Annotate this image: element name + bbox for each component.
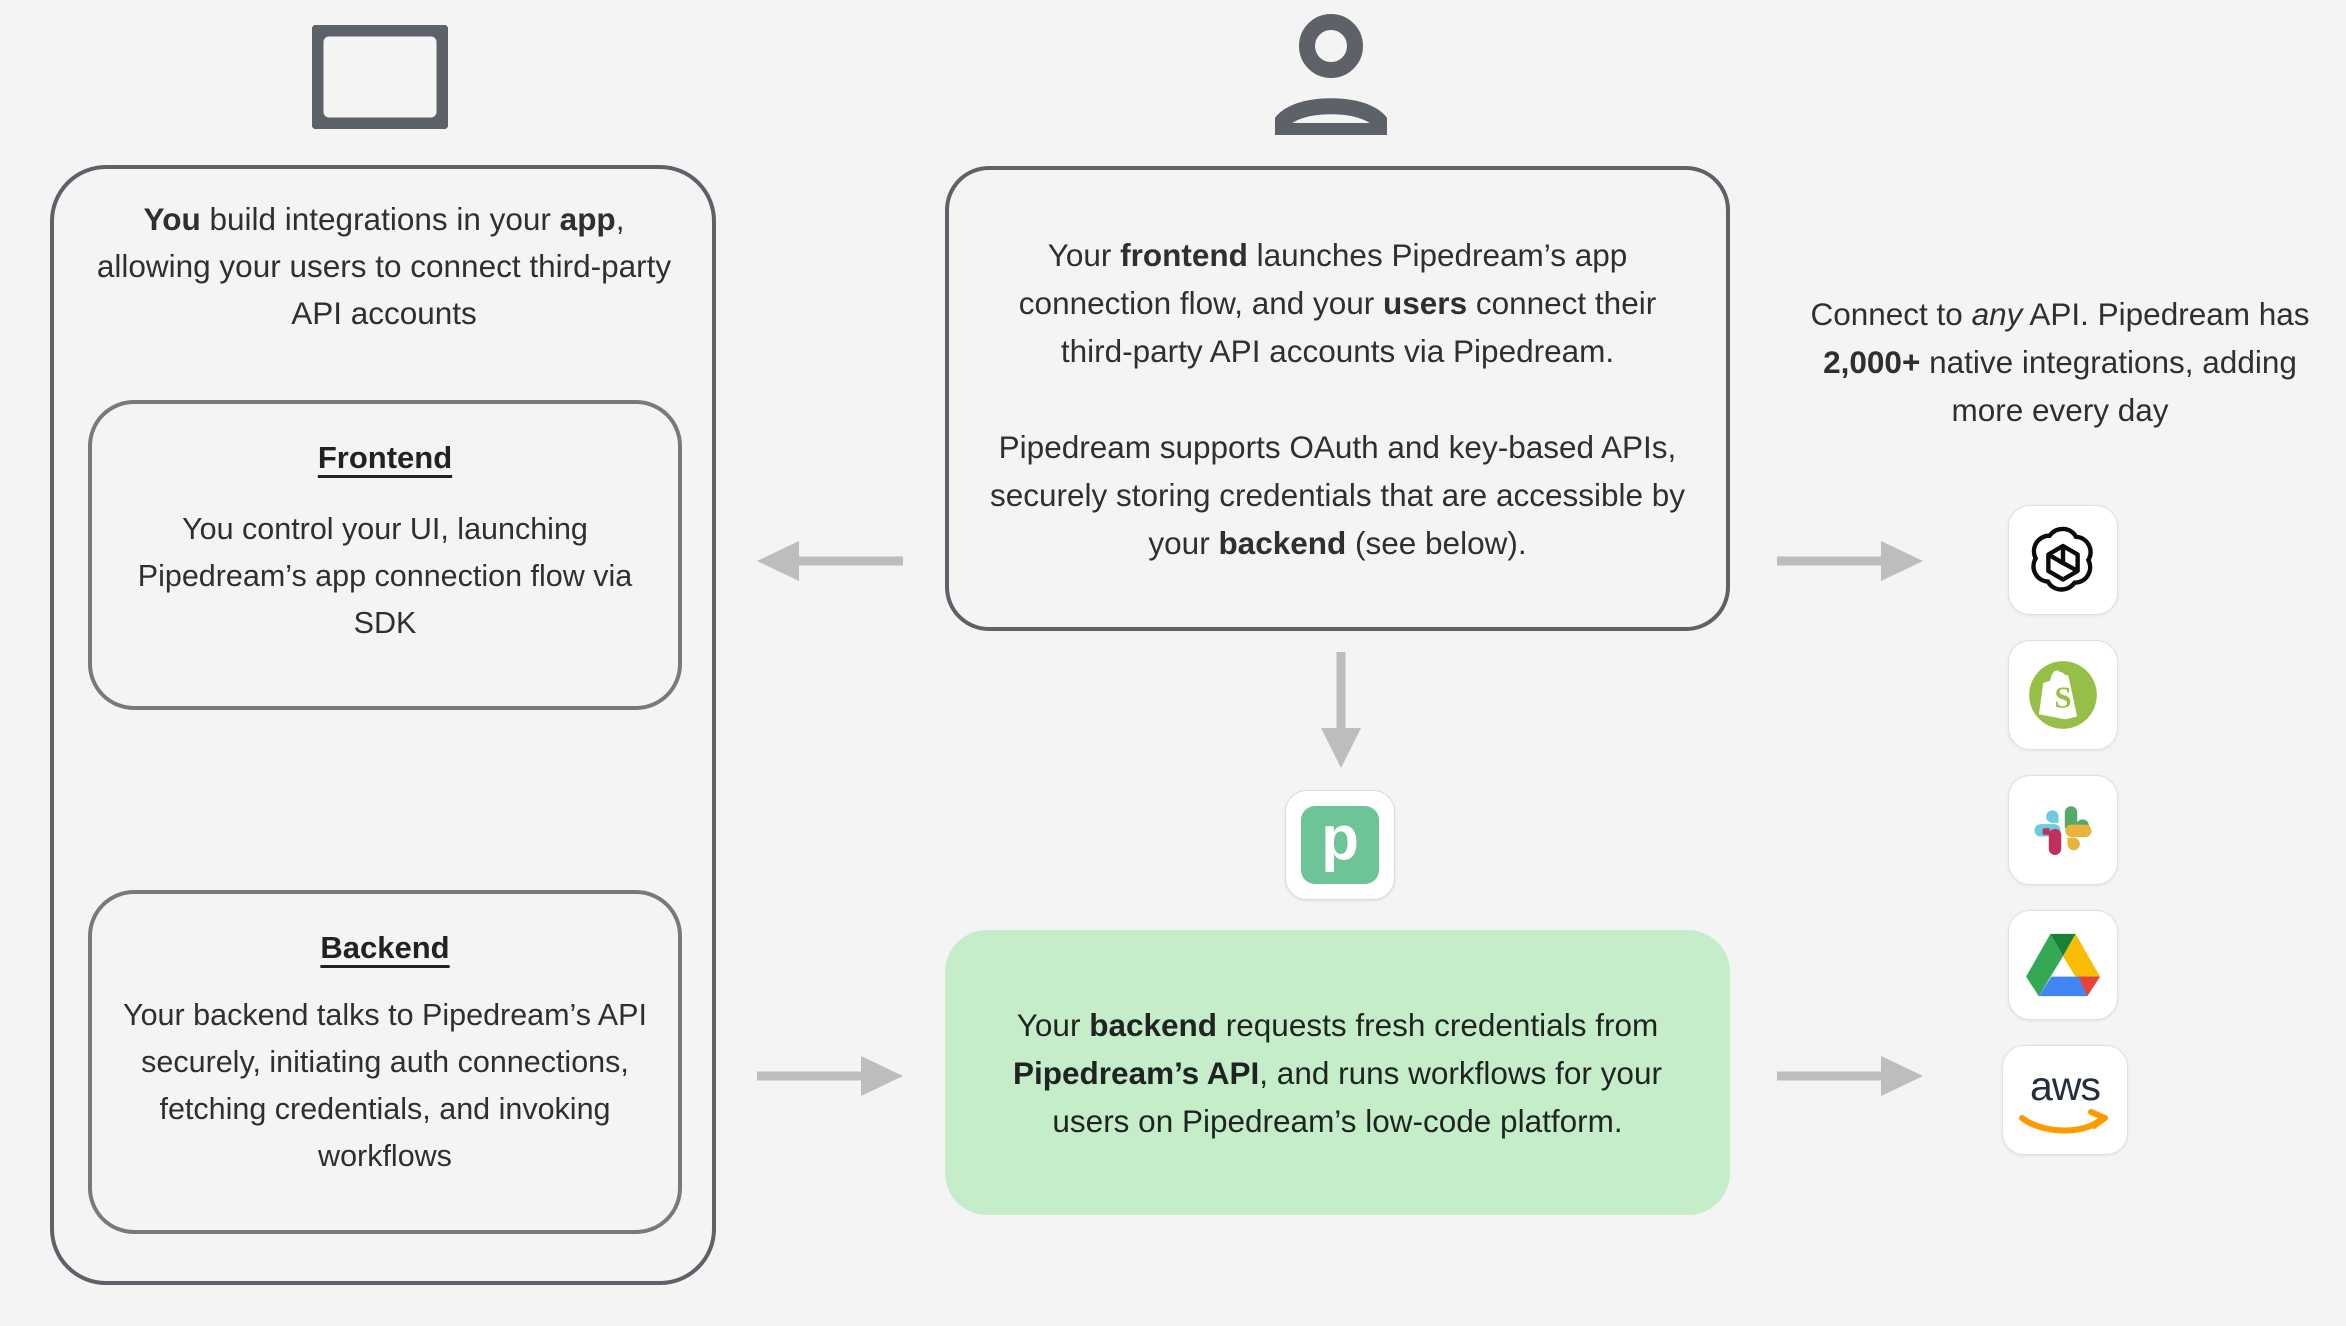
- arrow-center-to-pipedream: [1315, 650, 1367, 775]
- aws-logo[interactable]: aws: [2002, 1045, 2128, 1155]
- arrow-center-to-apps: [1775, 540, 1925, 587]
- client-intro-mid: build integrations in your: [200, 201, 560, 237]
- pipedream-backend-card: Your backend requests fresh credentials …: [945, 930, 1730, 1215]
- paragraph-spacer: [987, 375, 1688, 423]
- openai-icon: [2031, 526, 2093, 592]
- aws-smile-icon: [2019, 1108, 2108, 1133]
- openai-logo[interactable]: [2008, 505, 2118, 615]
- slack-icon: [2034, 806, 2092, 855]
- slack-logo[interactable]: [2008, 775, 2118, 885]
- google-drive-icon: [2026, 933, 2100, 997]
- arrow-center-to-frontend: [755, 540, 905, 587]
- aws-logo-inner: aws: [2019, 1062, 2111, 1135]
- browser-window-icon: [306, 19, 454, 135]
- client-intro-tail: , allowing your users to connect third-p…: [96, 201, 672, 331]
- backend-card: Backend Your backend talks to Pipedream’…: [88, 890, 682, 1234]
- shopify-icon: S: [2029, 661, 2097, 729]
- pipedream-flow-paragraph-2: Pipedream supports OAuth and key-based A…: [989, 428, 1686, 561]
- google-drive-logo[interactable]: [2008, 910, 2118, 1020]
- integrations-caption: Connect to any API. Pipedream has 2,000+…: [1810, 296, 2310, 428]
- client-intro-app: app: [559, 201, 616, 237]
- pipedream-flow-card: Your frontend launches Pipedream’s app c…: [945, 166, 1730, 631]
- shopify-logo[interactable]: S: [2008, 640, 2118, 750]
- arrow-green-to-apps: [1775, 1055, 1925, 1102]
- aws-wordmark: aws: [2030, 1062, 2101, 1109]
- frontend-card: Frontend You control your UI, launching …: [88, 400, 682, 710]
- pipedream-logo: p: [1285, 790, 1395, 900]
- backend-card-title: Backend: [320, 930, 450, 965]
- client-intro-you: You: [143, 201, 201, 237]
- pipedream-logo-glyph: p: [1301, 806, 1379, 884]
- arrow-backend-to-green: [755, 1055, 905, 1102]
- frontend-card-title: Frontend: [317, 440, 453, 475]
- pipedream-backend-card-text: Your backend requests fresh credentials …: [1013, 1006, 1662, 1139]
- backend-card-body: Your backend talks to Pipedream’s API se…: [123, 998, 647, 1173]
- frontend-card-body: You control your UI, launching Pipedream…: [137, 512, 633, 640]
- user-person-icon: [1271, 13, 1391, 139]
- pipedream-flow-paragraph-1: Your frontend launches Pipedream’s app c…: [1018, 236, 1657, 369]
- client-intro-text: You build integrations in your app, allo…: [96, 196, 672, 337]
- svg-text:S: S: [2054, 680, 2071, 714]
